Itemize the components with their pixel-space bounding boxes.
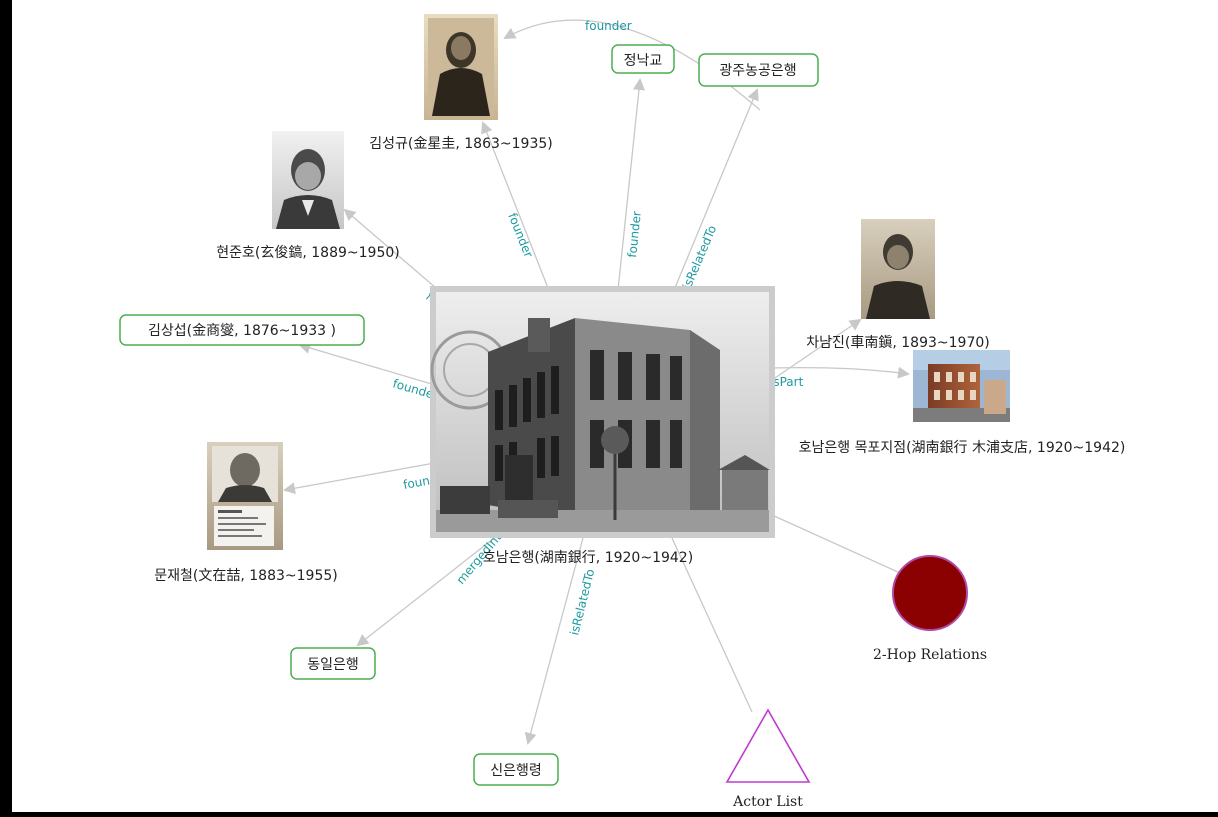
edge-cha [771,318,862,381]
node-kim-sunggyu[interactable]: 김성규(金星圭, 1863~1935) [369,14,553,152]
edge-actor-list [671,537,753,713]
node-label-mun-jaecheol: 문재철(文在喆, 1883~1955) [154,568,337,584]
node-label-hyun-junho: 현준호(玄俊鎬, 1889~1950) [216,244,399,261]
node-mokpo-branch[interactable]: 호남은행 목포지점(湖南銀行 木浦支店, 1920~1942) [799,350,1126,456]
edge-isrelated-shin [524,537,584,745]
node-label-gwangju-bank: 광주농공은행 [719,63,796,79]
node-mun-jaecheol[interactable]: 문재철(文在喆, 1883~1955) [154,442,338,584]
portrait-mun-jaecheol [207,442,283,550]
node-two-hop-relations[interactable]: 2-Hop Relations [873,555,987,663]
node-label-kim-sangseop: 김상섭(金商燮, 1876~1933 ) [148,323,336,339]
portrait-hyun-junho [272,131,344,229]
node-actor-list[interactable]: Actor List [725,708,811,810]
edge-isrelated-gwangju [671,88,759,296]
edge-label-founder-top: founder [585,19,632,33]
edge-label-founder-mun: foun [402,474,431,492]
edges [283,19,910,745]
node-shin-eunhaeng[interactable]: 신은행령 [473,753,559,786]
node-label-two-hop: 2-Hop Relations [873,647,987,663]
node-label-actor-list: Actor List [732,794,803,810]
node-label-center: 호남은행(湖南銀行, 1920~1942) [483,550,693,566]
portrait-kim-sunggyu [424,14,498,120]
triangle-icon [725,708,811,783]
node-label-dongil-bank: 동일은행 [307,657,359,673]
node-cha-namjin[interactable]: 차남진(車南鎭, 1893~1970) [806,219,990,351]
edge-label-ispart: isPart [770,375,804,389]
node-hyun-junho[interactable]: 현준호(玄俊鎬, 1889~1950) [216,131,400,261]
edge-founder-hyun [343,208,451,301]
node-label-cha-namjin: 차남진(車南鎭, 1893~1970) [806,334,989,351]
node-label-mokpo-branch: 호남은행 목포지점(湖南銀行 木浦支店, 1920~1942) [799,440,1126,456]
dark-red-circle-icon [892,555,968,631]
edge-founder-jeong [617,78,645,291]
node-dongil-bank[interactable]: 동일은행 [290,647,376,680]
node-gwangju-bank[interactable]: 광주농공은행 [698,53,819,87]
edge-founder-kim-sangseop [298,342,436,386]
edge-ispart-mokpo [771,366,910,379]
edge-founder-kim-sunggyu [481,121,549,289]
node-label-kim-sunggyu: 김성규(金星圭, 1863~1935) [369,136,552,152]
edge-label-founder-jeong: founder [625,210,644,258]
photo-mokpo-branch [913,350,1010,422]
node-label-jeong-nakgyo: 정낙교 [624,53,663,69]
portrait-cha-namjin [861,219,935,319]
node-jeong-nakgyo[interactable]: 정낙교 [611,44,675,74]
edge-merged [356,534,499,647]
edge-two-hop [771,514,901,574]
edge-founder-mun [283,461,441,495]
node-kim-sangseop[interactable]: 김상섭(金商燮, 1876~1933 ) [119,314,365,346]
photo-honam-bank [430,286,775,538]
node-center-honam-bank[interactable]: 호남은행(湖南銀行, 1920~1942) [430,286,775,566]
node-label-shin-eunhaeng: 신은행령 [490,763,542,779]
